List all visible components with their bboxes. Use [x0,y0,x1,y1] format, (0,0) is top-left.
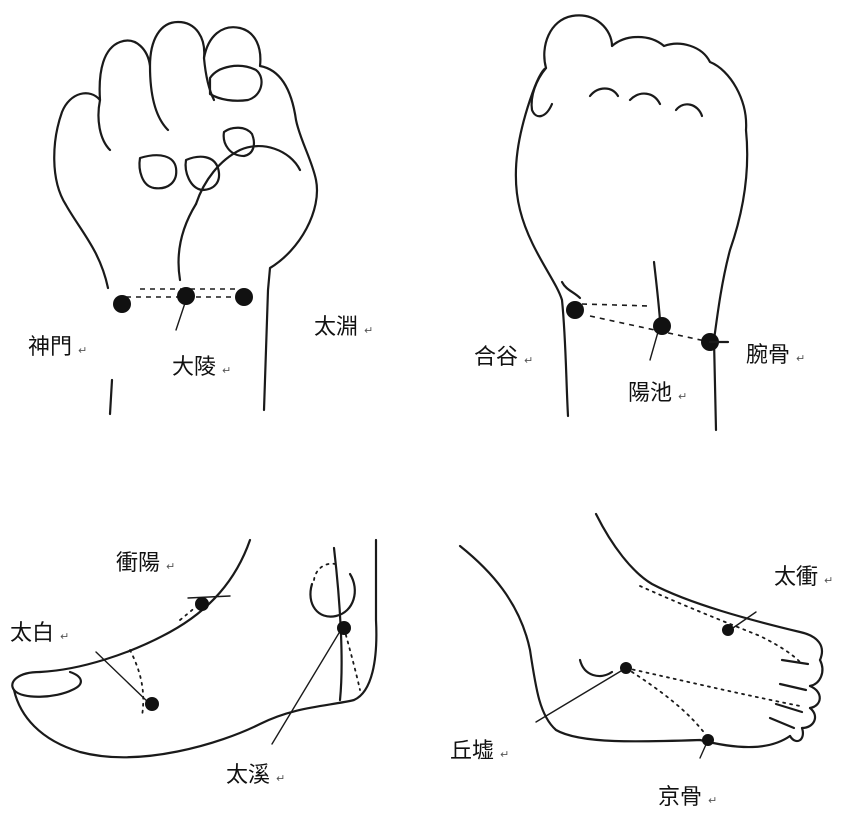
jinggu-point [702,734,714,746]
return-mark: ↵ [78,344,87,357]
toe-2 [810,686,820,708]
palm-edge [179,204,196,280]
wangu-label: 腕骨 [746,343,790,368]
toe-1 [810,660,822,686]
taixi-leader [272,628,342,744]
return-mark: ↵ [276,772,285,785]
chongyang-point [195,597,209,611]
taixi-point [337,621,351,635]
fingernail-1 [140,155,177,188]
taibai-dotted-path [130,650,143,716]
shenmen-label: 神門 [28,335,72,360]
daling-label: 大陵 [172,355,216,380]
qiuxu-leader [536,668,626,722]
hand-outline [516,15,747,430]
knuckle-2 [630,94,660,104]
panel-palm-wrist: 神門 ↵ 大陵 ↵ 太淵 ↵ [28,22,373,414]
qiuxu-point [620,662,632,674]
malleolus-circle [310,574,354,617]
toe-3 [802,708,815,728]
return-mark: ↵ [500,748,509,761]
jinggu-label: 京骨 [658,785,702,810]
fingernail-2 [186,157,219,190]
taibai-leader [96,652,150,704]
taixi-label: 太溪 [226,763,270,788]
chongyang-label: 衝陽 [116,551,160,576]
shenmen-point [113,295,131,313]
taichong-dotted-path [640,586,800,662]
taichong-point [722,624,734,636]
finger-crease-1 [98,100,110,150]
fist-outline [54,22,317,410]
return-mark: ↵ [166,560,175,573]
taibai-label: 太白 [10,621,54,646]
yangchi-leader [650,332,658,360]
foot-dotted-path [626,668,800,706]
wrist-crease-dashes-2 [590,316,710,342]
panel-inner-foot: 衝陽 ↵ 太白 ↵ 太溪 ↵ [10,540,376,788]
panel-back-hand-wrist: 合谷 ↵ 陽池 ↵ 腕骨 ↵ [474,15,805,430]
taiyuan-point [235,288,253,306]
knuckle-3 [676,104,702,116]
return-mark: ↵ [708,794,717,807]
qiuxu-curl [580,660,612,676]
panel-outer-foot: 太衝 ↵ 丘墟 ↵ 京骨 ↵ [450,514,833,810]
taiyuan-label: 太淵 [314,315,358,340]
return-mark: ↵ [60,630,69,643]
chongyang-leader [188,596,230,598]
wrist-crease-dashes [582,304,650,306]
return-mark: ↵ [824,574,833,587]
yangchi-label: 陽池 [628,381,672,406]
toe-4 [790,728,803,741]
taichong-label: 太衝 [774,565,818,590]
return-mark: ↵ [678,390,687,403]
hegu-point [566,301,584,319]
toe-crease-4 [770,718,794,728]
yangchi-point [653,317,671,335]
thumb-web [562,282,580,298]
return-mark: ↵ [364,324,373,337]
thumb-outline [210,66,262,101]
big-toe-outline [12,672,81,697]
finger-crease-2 [150,66,168,130]
taixi-dotted-path [344,628,360,690]
return-mark: ↵ [524,354,533,367]
return-mark: ↵ [222,364,231,377]
taibai-point [145,697,159,711]
toe-crease-1 [782,660,808,664]
qiuxu-dotted-path [626,668,708,738]
hegu-label: 合谷 [474,345,518,370]
foot-sole-outline [14,540,376,757]
wrist-line-left [110,380,112,414]
leg-back-heel-outline [460,546,790,747]
tendon-line [654,262,660,320]
qiuxu-label: 丘墟 [450,739,494,764]
knuckle-1 [590,89,618,97]
toe-crease-2 [780,684,806,690]
return-mark: ↵ [796,352,805,365]
thumb-outline [532,68,552,116]
daling-point [177,287,195,305]
